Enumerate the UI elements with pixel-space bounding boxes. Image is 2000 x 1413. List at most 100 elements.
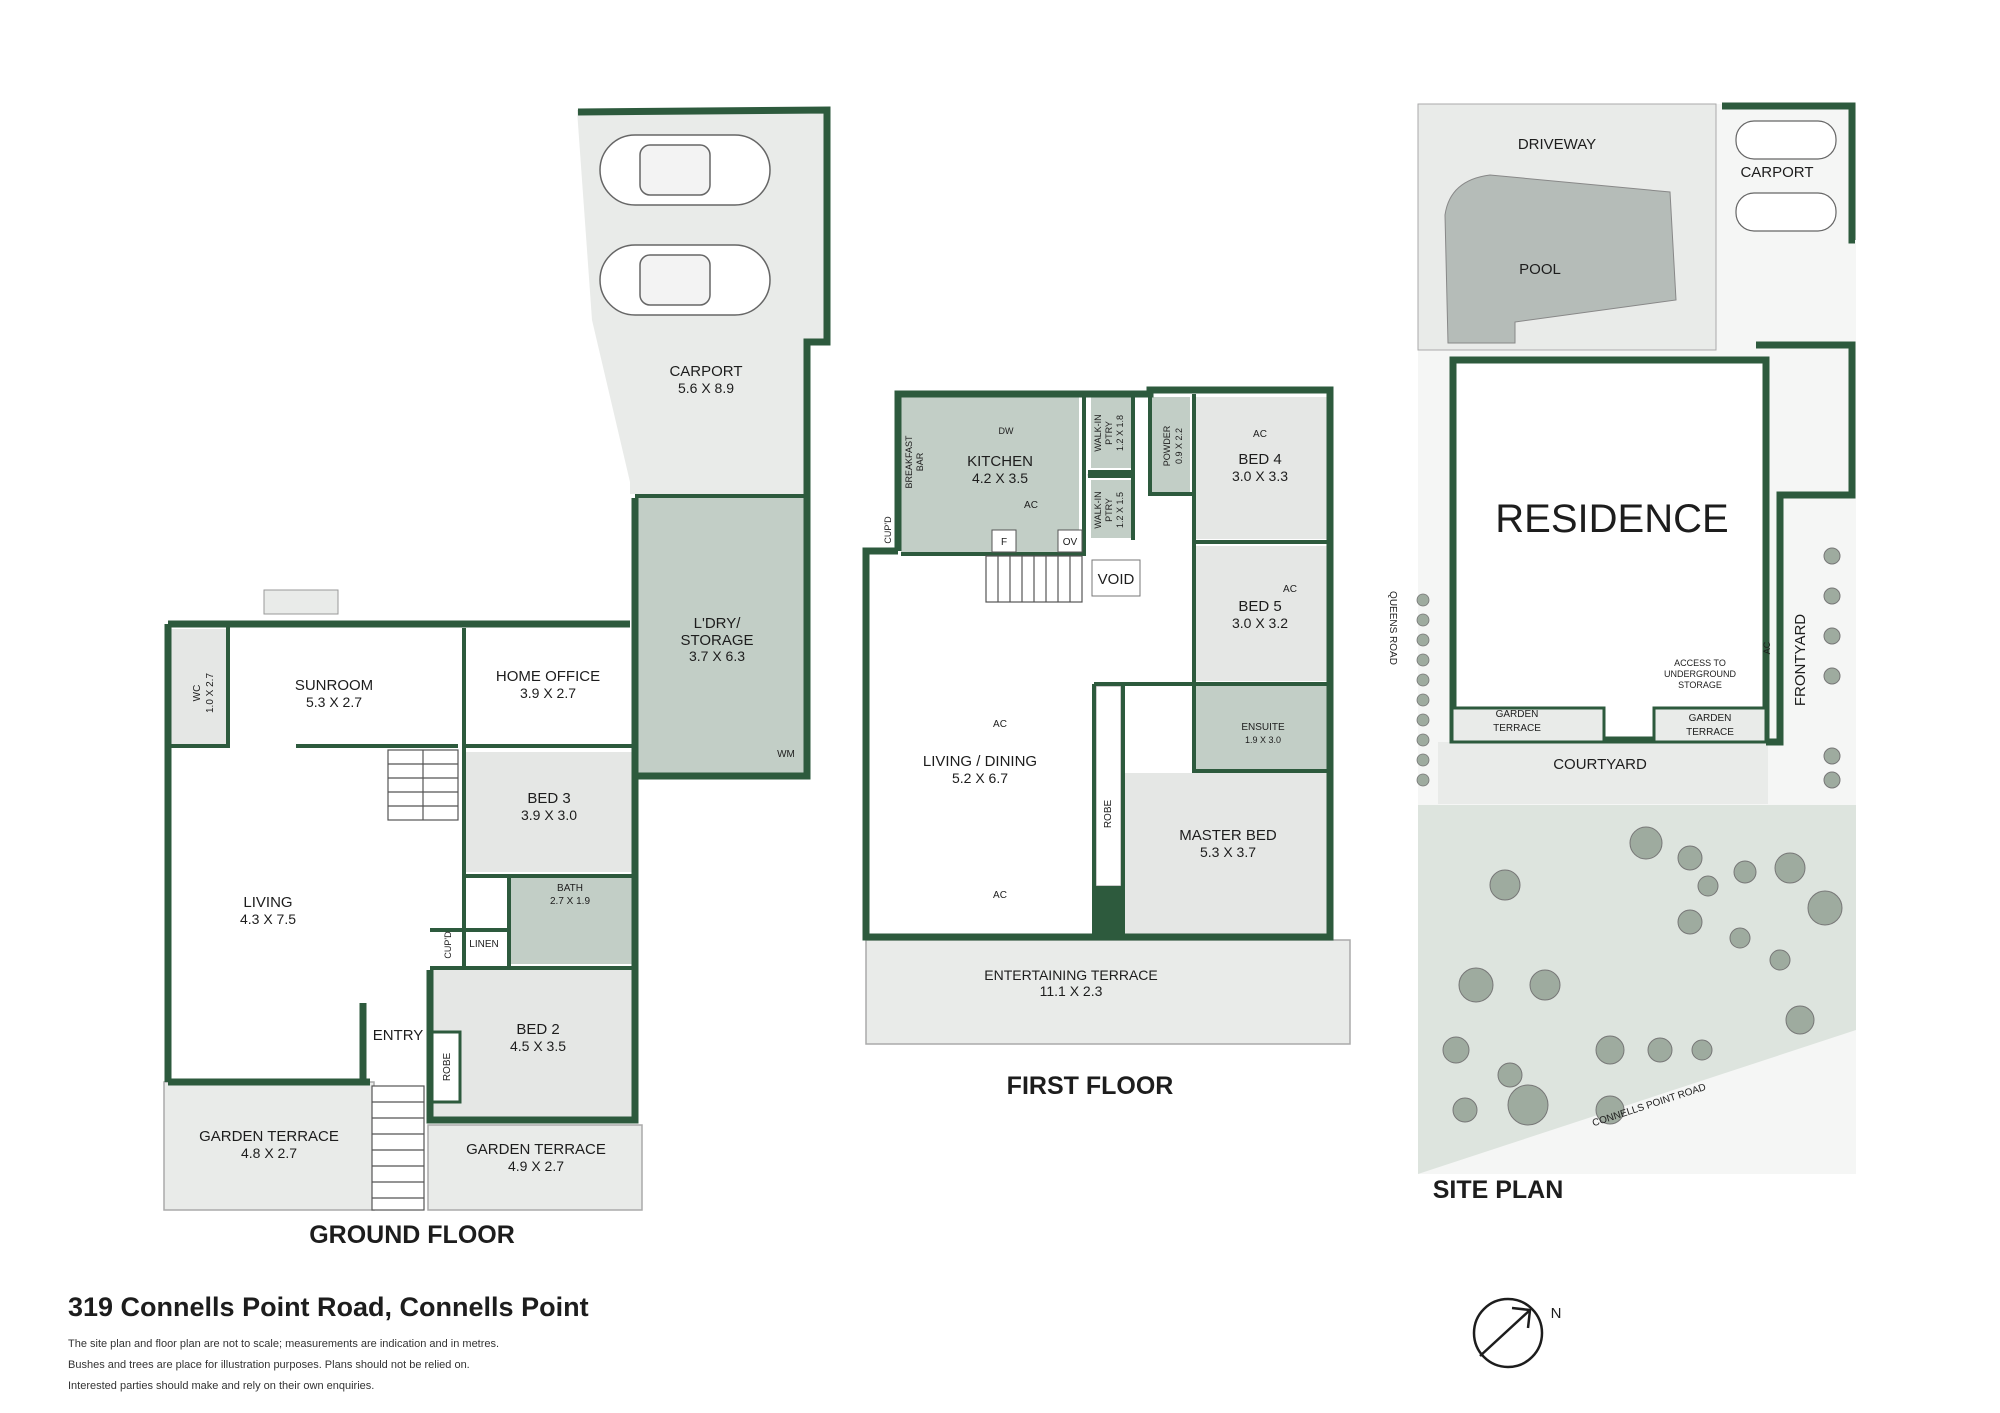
ensuite-dim: 1.9 X 3.0 (1245, 735, 1281, 745)
bed4-label: BED 4 (1238, 451, 1281, 468)
bed2-room (430, 970, 634, 1120)
cupd-label: CUP'D (443, 931, 453, 959)
laundry-dim: 3.7 X 6.3 (689, 648, 745, 664)
ensuite-wall (1192, 684, 1330, 773)
bed4-dim: 3.0 X 3.3 (1232, 468, 1288, 484)
wc-wall (168, 626, 230, 748)
living-ac-label-1: AC (993, 719, 1007, 730)
site-carport-wall (1722, 102, 1856, 244)
access-label-1: ACCESS TO (1674, 658, 1726, 668)
wc-dim: 1.0 X 2.7 (205, 673, 216, 713)
entertaining-terrace-dim: 11.1 X 2.3 (1040, 983, 1103, 999)
bed5-label: BED 5 (1238, 598, 1281, 615)
kitchen-label: KITCHEN (967, 453, 1033, 470)
pantry-wall (1087, 470, 1134, 478)
robe-solid (1096, 886, 1121, 935)
first-stair (985, 555, 1083, 603)
courtyard-area (1438, 742, 1768, 804)
kitchen-dim: 4.2 X 3.5 (972, 470, 1028, 486)
access-label-3: STORAGE (1678, 680, 1722, 690)
bath-room (509, 878, 634, 964)
garden-terrace-left-dim: 4.8 X 2.7 (241, 1145, 297, 1161)
linen-label: LINEN (469, 939, 498, 950)
walk-in-2-dim: 1.2 X 1.5 (1115, 492, 1125, 528)
bed5-room (1196, 546, 1330, 681)
void-label: VOID (1098, 571, 1135, 588)
pool-label: POOL (1519, 261, 1561, 278)
carport-label: CARPORT (669, 363, 742, 380)
garden-terrace-right-dim: 4.9 X 2.7 (508, 1158, 564, 1174)
sunroom-dim: 5.3 X 2.7 (306, 694, 362, 710)
oven-label: OV (1063, 537, 1078, 548)
powder-room (1152, 397, 1190, 492)
frontyard-label: FRONTYARD (1792, 614, 1809, 706)
driveway-label: DRIVEWAY (1518, 136, 1596, 153)
car-icon (599, 244, 771, 316)
walk-in-1-label-2: PTRY (1104, 421, 1114, 445)
garden-area (1418, 805, 1856, 1174)
property-address: 319 Connells Point Road, Connells Point (68, 1292, 589, 1322)
walk-in-2-label: WALK-IN (1093, 491, 1103, 528)
robe-strip (1095, 685, 1122, 887)
residence-block (1449, 356, 1770, 744)
fridge-label: F (1001, 537, 1007, 548)
living-label: LIVING (243, 894, 292, 911)
dw-label: DW (999, 426, 1014, 436)
powder-wall (1148, 394, 1192, 496)
master-bed-room (1124, 773, 1330, 935)
living-ac-label-2: AC (993, 890, 1007, 901)
car-icon (599, 134, 771, 206)
powder-label: POWDER (1162, 425, 1172, 466)
bed2-dim: 4.5 X 3.5 (510, 1038, 566, 1054)
bed4-room (1196, 397, 1330, 539)
site-garden-terrace-left-1: GARDEN (1496, 709, 1539, 720)
laundry-label-2: STORAGE (680, 632, 753, 649)
carport-dim: 5.6 X 8.9 (678, 380, 734, 396)
site-plan: DRIVEWAY CARPORT POOL RESIDENCE QUEENS R… (1387, 102, 1856, 1204)
car-icon (1735, 120, 1837, 232)
site-ac-label: AC (1762, 641, 1772, 654)
bed5-dim: 3.0 X 3.2 (1232, 615, 1288, 631)
master-bed-label: MASTER BED (1179, 827, 1277, 844)
bed3-room (464, 752, 634, 872)
walk-in-1-label: WALK-IN (1093, 414, 1103, 451)
wm-label: WM (777, 749, 795, 760)
master-bed-dim: 5.3 X 3.7 (1200, 844, 1256, 860)
fridge-box (991, 529, 1017, 553)
ground-floor-title: GROUND FLOOR (309, 1221, 515, 1249)
laundry-label: L'DRY/ (694, 615, 742, 632)
access-label-2: UNDERGROUND (1664, 669, 1737, 679)
sunroom-label: SUNROOM (295, 677, 373, 694)
bed3-dim: 3.9 X 3.0 (521, 807, 577, 823)
laundry-room (635, 498, 805, 775)
tree-icons (1442, 826, 1843, 1126)
breakfast-bar-label-2: BAR (915, 452, 925, 471)
first-outer-wall (862, 386, 1334, 941)
breakfast-bar-label: BREAKFAST (904, 435, 914, 489)
site-garden-terrace-right-2: TERRACE (1686, 727, 1734, 738)
garden-terrace-right (427, 1124, 643, 1211)
site-right-wall (1756, 341, 1856, 746)
garden-terrace-left-label: GARDEN TERRACE (199, 1128, 339, 1145)
disclaimer-line-2: Bushes and trees are place for illustrat… (68, 1359, 470, 1371)
kitchen-wall (901, 394, 1086, 556)
compass-letter: N (1551, 1305, 1562, 1322)
residence-label: RESIDENCE (1495, 497, 1728, 541)
garden-terrace-right-box (1652, 706, 1768, 744)
bed4-ac-label: AC (1253, 429, 1267, 440)
site-plan-title: SITE PLAN (1433, 1176, 1564, 1204)
first-floor-plan: KITCHEN 4.2 X 3.5 DW BREAKFAST BAR CUP'D… (862, 386, 1351, 1100)
sunroom-window-bay (263, 589, 339, 615)
robe-label: ROBE (442, 1053, 453, 1082)
queens-road-label: QUEENS ROAD (1387, 591, 1398, 665)
void-box (1091, 559, 1141, 597)
bed2-label: BED 2 (516, 1021, 559, 1038)
kitchen-room (901, 392, 1079, 554)
garden-terrace-right-label: GARDEN TERRACE (466, 1141, 606, 1158)
ground-floor-plan: CARPORT 5.6 X 8.9 L'DRY/ STORAGE 3.7 X 6… (163, 106, 831, 1249)
home-office-dim: 3.9 X 2.7 (520, 685, 576, 701)
walk-in-1-dim: 1.2 X 1.8 (1115, 415, 1125, 451)
oven-box (1057, 529, 1083, 553)
bed5-ac-label: AC (1283, 584, 1297, 595)
